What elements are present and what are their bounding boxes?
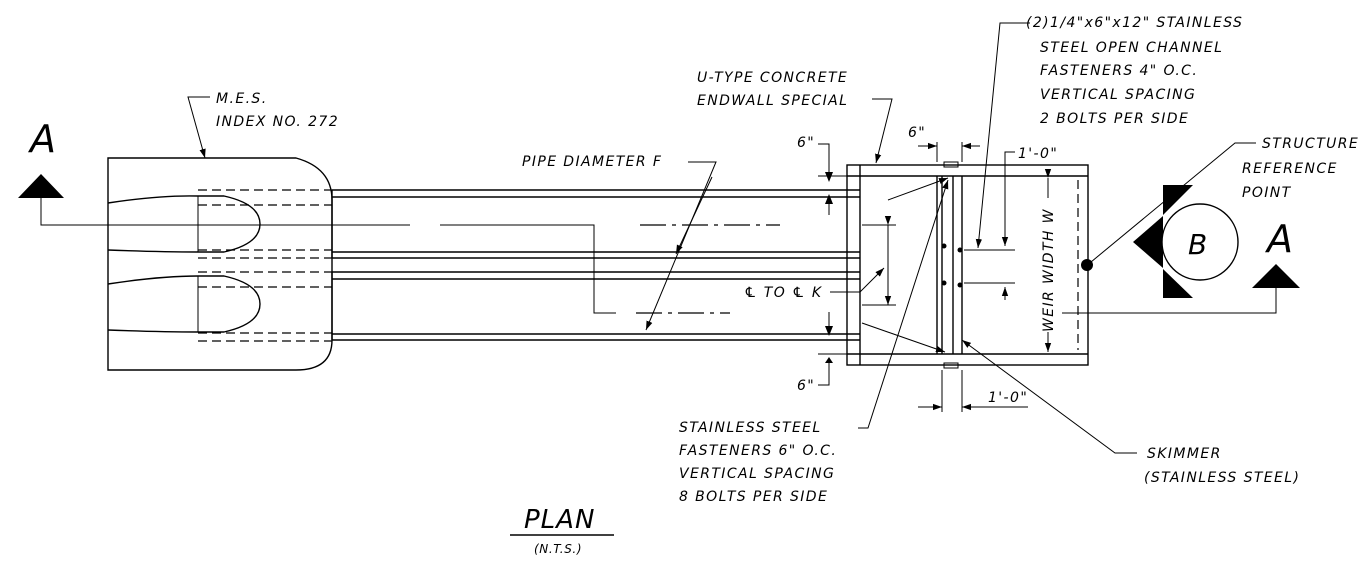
leader-pipe-diameter: [645, 161, 717, 331]
svg-text:FASTENERS 6" O.C.: FASTENERS 6" O.C.: [679, 443, 837, 459]
section-arrow-right-icon: [1252, 264, 1300, 288]
leader-skimmer: [961, 339, 1137, 454]
section-letter-left: A: [27, 117, 56, 161]
note-structure-ref: STRUCTURE REFERENCE POINT: [1242, 136, 1359, 201]
svg-text:8 BOLTS PER SIDE: 8 BOLTS PER SIDE: [679, 489, 828, 505]
svg-text:(STAINLESS STEEL): (STAINLESS STEEL): [1144, 470, 1300, 486]
leader-mes: [187, 96, 210, 159]
leader-endwall: [872, 98, 893, 164]
note-fasteners: STAINLESS STEEL FASTENERS 6" O.C. VERTIC…: [679, 420, 837, 505]
detail-letter: B: [1188, 228, 1207, 261]
leader-pipe-diameter-2: [675, 176, 713, 255]
note-skimmer: SKIMMER (STAINLESS STEEL): [1144, 446, 1300, 486]
svg-text:1'-0": 1'-0": [1018, 146, 1058, 162]
dim-bottom-wall: 6": [797, 312, 847, 394]
detail-mark-b: B: [1133, 185, 1239, 298]
pipe-lower: [331, 271, 860, 341]
svg-text:6": 6": [797, 378, 815, 394]
mes-flare-bottom: [107, 275, 261, 333]
svg-text:(2)1/4"x6"x12" STAINLESS: (2)1/4"x6"x12" STAINLESS: [1026, 15, 1243, 31]
svg-text:ENDWALL SPECIAL: ENDWALL SPECIAL: [697, 93, 848, 109]
dim-bottom-offset: 1'-0": [918, 370, 1028, 412]
skimmer-assembly: [936, 161, 963, 369]
note-channel: (2)1/4"x6"x12" STAINLESS STEEL OPEN CHAN…: [1026, 15, 1243, 127]
svg-text:2 BOLTS PER SIDE: 2 BOLTS PER SIDE: [1040, 111, 1189, 127]
dim-pipe-spacing: ℄ TO ℄ K: [744, 216, 896, 306]
svg-text:FASTENERS 4" O.C.: FASTENERS 4" O.C.: [1040, 63, 1198, 79]
svg-text:STRUCTURE: STRUCTURE: [1262, 136, 1359, 152]
detail-b-top-triangle-icon: [1163, 185, 1193, 215]
note-pipe-diameter: PIPE DIAMETER F: [522, 154, 662, 170]
leader-fasteners-2: [861, 322, 946, 353]
dim-weir-width: WEIR WIDTH W: [1038, 169, 1058, 352]
note-mes: M.E.S. INDEX NO. 272: [216, 91, 339, 130]
section-line-right: [1062, 288, 1277, 314]
title-scale: (N.T.S.): [534, 542, 582, 556]
svg-text:WEIR WIDTH W: WEIR WIDTH W: [1041, 208, 1057, 332]
section-letter-right: A: [1264, 217, 1293, 261]
svg-text:SKIMMER: SKIMMER: [1147, 446, 1222, 462]
dim-top-wall: 6": [797, 135, 847, 215]
detail-b-circle: [1161, 203, 1239, 281]
mes-outline: [107, 157, 333, 371]
detail-b-bottom-triangle-icon: [1163, 269, 1193, 298]
section-line-mid: [440, 224, 616, 314]
svg-text:STAINLESS STEEL: STAINLESS STEEL: [679, 420, 822, 436]
detail-b-left-triangle-icon: [1133, 216, 1163, 268]
svg-text:6": 6": [908, 125, 926, 141]
svg-text:1'-0": 1'-0": [988, 390, 1028, 406]
svg-text:VERTICAL SPACING: VERTICAL SPACING: [1040, 87, 1196, 103]
svg-text:VERTICAL SPACING: VERTICAL SPACING: [679, 466, 835, 482]
dim-weir-offset-top: 6": [908, 125, 980, 162]
note-endwall: U-TYPE CONCRETE ENDWALL SPECIAL: [697, 70, 848, 109]
section-line-left: [40, 198, 410, 226]
dim-weir-offset-right: 1'-0": [964, 146, 1058, 300]
section-mark-left: A: [18, 117, 64, 198]
section-mark-right: A: [1252, 217, 1300, 288]
svg-text:STEEL OPEN CHANNEL: STEEL OPEN CHANNEL: [1040, 40, 1223, 56]
drawing-title: PLAN (N.T.S.): [510, 505, 614, 556]
svg-text:M.E.S.: M.E.S.: [216, 91, 268, 107]
svg-text:INDEX NO. 272: INDEX NO. 272: [216, 114, 339, 130]
leader-fasteners: [858, 179, 949, 429]
pipe-upper: [331, 189, 860, 259]
svg-text:POINT: POINT: [1242, 185, 1292, 201]
mes-flare-top: [107, 195, 261, 253]
svg-text:U-TYPE CONCRETE: U-TYPE CONCRETE: [697, 70, 848, 86]
leader-channel: [975, 22, 1030, 249]
structure-reference-point: [1081, 259, 1093, 271]
title-main: PLAN: [524, 505, 595, 535]
svg-text:REFERENCE: REFERENCE: [1242, 161, 1338, 177]
leader-channel-2: [887, 177, 949, 201]
leader-structure-ref: [1090, 142, 1256, 263]
svg-text:6": 6": [797, 135, 815, 151]
section-arrow-left-icon: [18, 174, 64, 198]
svg-text:℄ TO ℄ K: ℄ TO ℄ K: [744, 285, 823, 301]
